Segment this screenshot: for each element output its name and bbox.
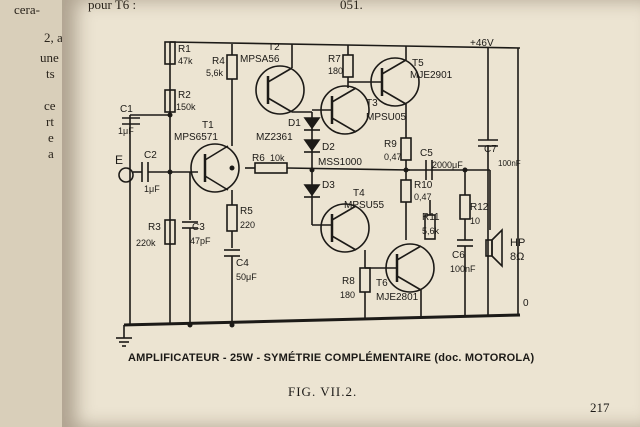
t2-value: MPSA56 bbox=[240, 54, 280, 65]
book-page bbox=[62, 0, 640, 427]
prev-page-line: cera- bbox=[14, 2, 40, 17]
r11-value: 5,6k bbox=[422, 226, 440, 236]
r2-value: 150k bbox=[176, 102, 196, 112]
r9-label: R9 bbox=[384, 139, 397, 150]
r11-label: R11 bbox=[422, 212, 440, 223]
prev-page-line: ts bbox=[46, 66, 55, 81]
c7-value: 100nF bbox=[498, 159, 521, 168]
d3-label: D3 bbox=[322, 180, 335, 191]
r8-value: 180 bbox=[340, 290, 355, 300]
page-number: 217 bbox=[590, 400, 610, 415]
top-text-right: 051. bbox=[340, 0, 363, 12]
r10-label: R10 bbox=[414, 180, 433, 191]
t3-label: T3 bbox=[366, 98, 378, 109]
figure-caption: AMPLIFICATEUR - 25W - SYMÉTRIE COMPLÉMEN… bbox=[128, 352, 535, 364]
c1-value: 1μF bbox=[118, 126, 134, 136]
c2-label: C2 bbox=[144, 150, 157, 161]
r2-label: R2 bbox=[178, 90, 191, 101]
c4-value: 50μF bbox=[236, 272, 257, 282]
d1-label: D1 bbox=[288, 118, 301, 129]
r12-label: R12 bbox=[470, 202, 489, 213]
c3-label: C3 bbox=[192, 222, 205, 233]
c3-value: 47pF bbox=[190, 236, 211, 246]
speaker-impedance-label: 8Ω bbox=[510, 251, 524, 263]
r9-value: 0,47 bbox=[384, 152, 402, 162]
speaker-label: HP bbox=[510, 237, 525, 249]
prev-page-line: 2, a bbox=[44, 30, 63, 45]
r8-label: R8 bbox=[342, 276, 355, 287]
d1-value: MZ2361 bbox=[256, 132, 293, 143]
t6-value: MJE2801 bbox=[376, 292, 419, 303]
r5-value: 220 bbox=[240, 220, 255, 230]
c5-label: C5 bbox=[420, 148, 433, 159]
r1-label: R1 bbox=[178, 44, 191, 55]
supply-voltage-label: +46V bbox=[470, 38, 494, 49]
top-text-left: pour T6 : bbox=[88, 0, 137, 12]
t2-label: T2 bbox=[268, 42, 280, 53]
r6-label: R6 bbox=[252, 153, 265, 164]
c7-label: C7 bbox=[484, 144, 497, 155]
r3-label: R3 bbox=[148, 222, 161, 233]
r10-value: 0,47 bbox=[414, 192, 432, 202]
figure-number: FIG. VII.2. bbox=[288, 384, 358, 399]
t4-value: MPSU55 bbox=[344, 200, 384, 211]
c4-label: C4 bbox=[236, 258, 249, 269]
c6-value: 100nF bbox=[450, 264, 476, 274]
ground-reference-label: 0 bbox=[523, 298, 529, 309]
r12-value: 10 bbox=[470, 216, 480, 226]
r4-value: 5,6k bbox=[206, 68, 224, 78]
prev-page-line: une bbox=[40, 50, 59, 65]
r7-label: R7 bbox=[328, 54, 341, 65]
prev-page-line: e bbox=[48, 130, 54, 145]
t4-label: T4 bbox=[353, 188, 365, 199]
t1-value: MPS6571 bbox=[174, 132, 218, 143]
c6-label: C6 bbox=[452, 250, 465, 261]
r3-value: 220k bbox=[136, 238, 156, 248]
c2-value: 1μF bbox=[144, 184, 160, 194]
t3-value: MPSU05 bbox=[366, 112, 406, 123]
t6-label: T6 bbox=[376, 278, 388, 289]
c5-value: 2000μF bbox=[432, 160, 463, 170]
d2-value: MSS1000 bbox=[318, 157, 362, 168]
prev-page-line: ce bbox=[44, 98, 56, 113]
prev-page-line: rt bbox=[46, 114, 54, 129]
prev-page-line: a bbox=[48, 146, 54, 161]
d2-label: D2 bbox=[322, 142, 335, 153]
input-label: E bbox=[115, 153, 123, 167]
r4-label: R4 bbox=[212, 56, 225, 67]
t5-value: MJE2901 bbox=[410, 70, 453, 81]
t1-label: T1 bbox=[202, 120, 214, 131]
r1-value: 47k bbox=[178, 56, 193, 66]
t5-label: T5 bbox=[412, 58, 424, 69]
r5-label: R5 bbox=[240, 206, 253, 217]
r6-value: 10k bbox=[270, 153, 285, 163]
c1-label: C1 bbox=[120, 104, 133, 115]
r7-value: 180 bbox=[328, 66, 343, 76]
